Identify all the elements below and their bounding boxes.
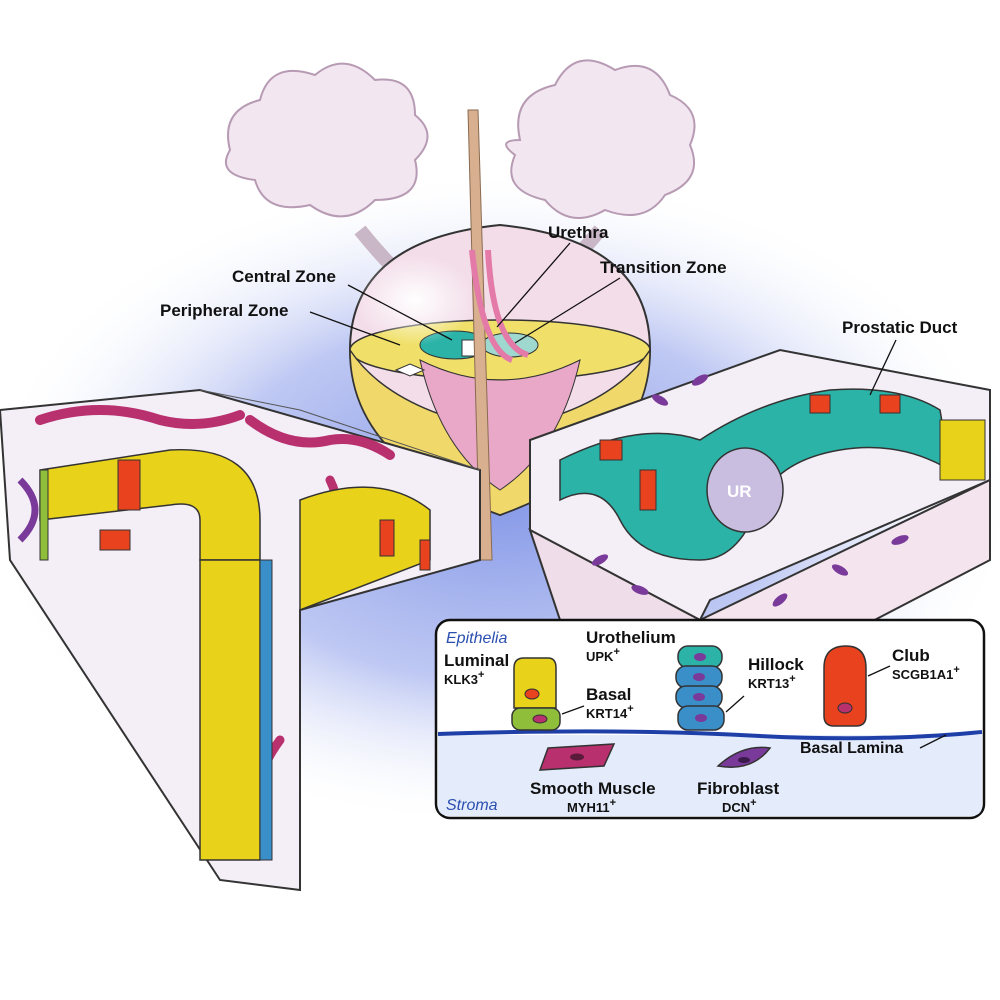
hillock-cell-icon: [675, 645, 725, 731]
ur-lumen: [706, 447, 784, 533]
legend-basal-marker: KRT14+: [586, 703, 634, 721]
zone-labels: Urethra Transition Zone Central Zone Per…: [160, 223, 958, 501]
label-peripheral-zone: Peripheral Zone: [160, 301, 288, 320]
legend-hillock-marker: KRT13+: [748, 673, 796, 691]
legend-smooth-muscle-marker: MYH11+: [567, 797, 616, 815]
luminal-cell-icon: [513, 657, 557, 709]
club-cell-icon: [823, 645, 867, 727]
legend-club-marker: SCGB1A1+: [892, 664, 960, 682]
legend-urothelium-marker: UPK+: [586, 646, 620, 664]
label-urethra: Urethra: [548, 223, 609, 242]
legend-club: Club: [892, 646, 930, 665]
label-prostatic-duct: Prostatic Duct: [842, 318, 958, 337]
legend-fibroblast-marker: DCN+: [722, 797, 757, 815]
prostate-gland: [348, 109, 652, 561]
legend-smooth-muscle: Smooth Muscle: [530, 779, 656, 798]
legend-hillock: Hillock: [748, 655, 804, 674]
legend-basal-lamina: Basal Lamina: [800, 740, 903, 757]
label-transition-zone: Transition Zone: [600, 258, 727, 277]
legend-epithelia: Epithelia: [446, 630, 507, 647]
legend-fibroblast: Fibroblast: [697, 779, 780, 798]
legend-panel: Epithelia Stroma Luminal KLK3+ Basal KRT…: [434, 618, 986, 820]
legend-urothelium: Urothelium: [586, 628, 676, 647]
legend-luminal-marker: KLK3+: [444, 669, 484, 687]
legend-basal: Basal: [586, 685, 631, 704]
label-central-zone: Central Zone: [232, 267, 336, 286]
left-tissue-block: [0, 388, 481, 892]
seminal-vesicles: [224, 59, 696, 341]
legend-luminal: Luminal: [444, 651, 509, 670]
glow-highlight: [355, 255, 475, 345]
legend-stroma: Stroma: [446, 797, 498, 814]
label-ur: UR: [727, 482, 752, 501]
